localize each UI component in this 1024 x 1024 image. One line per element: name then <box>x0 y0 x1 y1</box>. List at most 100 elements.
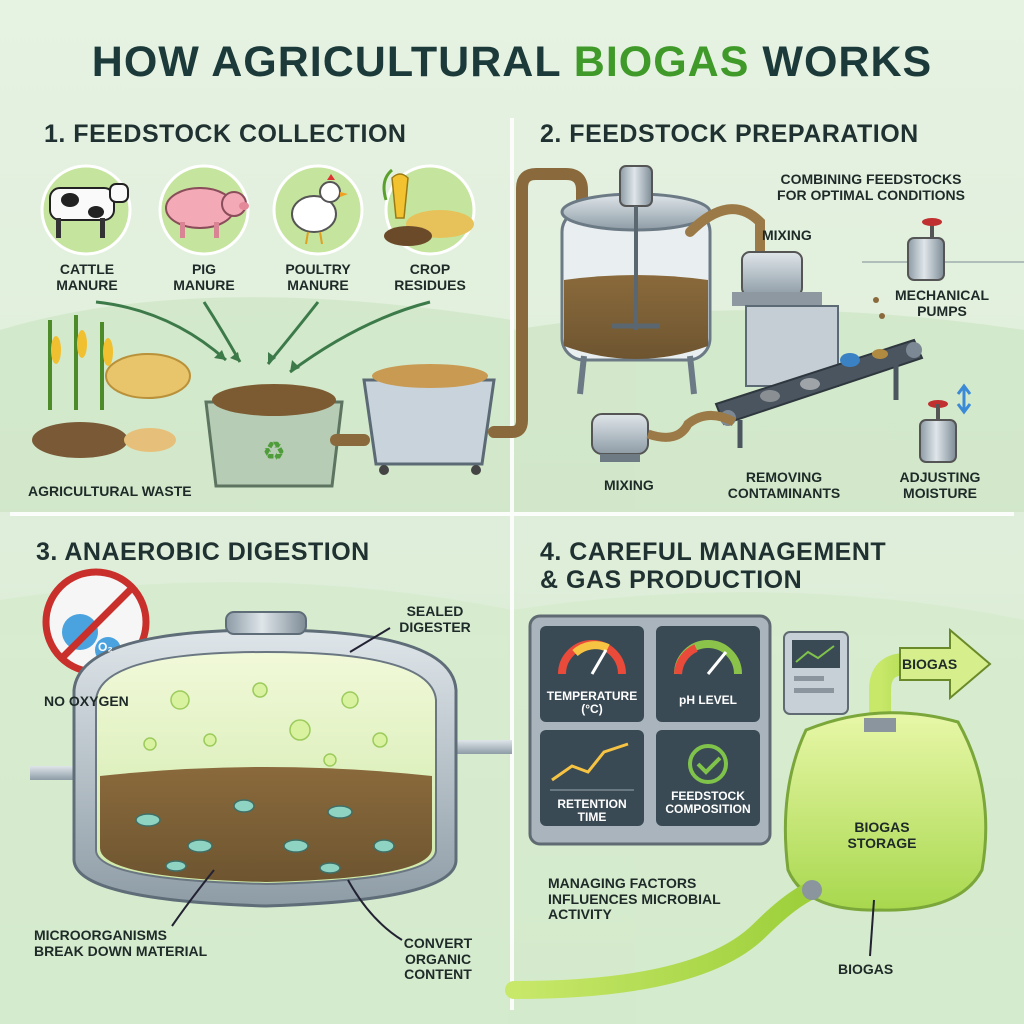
temperature-label: TEMPERATURE(°C) <box>540 689 644 717</box>
crop-label-1: CROP <box>409 261 451 277</box>
cattle-label-2: MANURE <box>56 276 118 293</box>
removing-line-1: REMOVING <box>745 469 823 485</box>
sealed-line-2: DIGESTER <box>399 618 471 635</box>
collection-arrows <box>95 300 431 374</box>
composition-line-1: FEEDSTOCK <box>671 789 745 803</box>
mixing-tank-icon <box>560 165 712 395</box>
pump-motor-icon <box>732 251 822 306</box>
section-dividers <box>10 118 1014 1010</box>
gas-storage-bag-icon <box>783 711 988 912</box>
biogas-arrow-label: BIOGAS <box>902 656 958 672</box>
bottom-gas-pipe <box>505 880 1024 999</box>
storage-line-2: STORAGE <box>847 834 917 851</box>
page-title: HOW AGRICULTURAL BIOGAS WORKS <box>0 38 1024 87</box>
cattle-label-1: CATTLE <box>59 261 115 277</box>
section1-heading: 1. FEEDSTOCK COLLECTION <box>44 120 407 148</box>
corn-crop-icon <box>32 315 191 458</box>
moisture-pipe <box>870 383 1024 512</box>
combining-line-1: COMBINING FEEDSTOCKS <box>780 171 962 187</box>
micro-line-1: MICROORGANISMS <box>34 927 167 943</box>
temperature-line-1: TEMPERATURE <box>546 689 638 703</box>
ph-level-label: pH LEVEL <box>678 693 737 707</box>
combining-line-2: FOR OPTIMAL CONDITIONS <box>777 186 965 203</box>
temperature-line-2: (°C) <box>581 702 603 717</box>
retention-chart-icon <box>550 742 634 791</box>
digester-icon <box>30 611 512 908</box>
convert-line-3: CONTENT <box>404 966 472 983</box>
managing-line-1: MANAGING FACTORS <box>548 875 697 891</box>
moisture-line-2: MOISTURE <box>903 484 977 501</box>
waste-bin-icon: ♻ <box>204 384 344 488</box>
title-accent: BIOGAS <box>573 38 750 86</box>
no-oxygen-label: NO OXYGEN <box>44 693 129 709</box>
crop-label-2: RESIDUES <box>394 276 466 293</box>
poultry-label-1: POULTRY <box>285 261 351 277</box>
o2-symbol: O₂ <box>98 640 113 654</box>
retention-line-1: RETENTION <box>557 797 627 811</box>
managing-line-2: INFLUENCES MICROBIAL <box>548 890 721 907</box>
agricultural-waste-label: AGRICULTURAL WASTE <box>28 483 192 499</box>
corn-icon <box>382 168 474 246</box>
temperature-gauge-icon <box>558 640 626 675</box>
composition-line-2: COMPOSITION <box>665 802 751 817</box>
moisture-line-1: ADJUSTING <box>899 469 981 485</box>
title-suffix: WORKS <box>749 38 933 86</box>
title-prefix: HOW AGRICULTURAL <box>91 38 574 86</box>
micro-line-2: BREAK DOWN MATERIAL <box>34 942 208 959</box>
top-pump-pipe <box>862 218 1024 319</box>
pumps-line-1: MECHANICAL <box>894 287 990 303</box>
removing-line-2: CONTAMINANTS <box>727 484 841 501</box>
section2-heading: 2. FEEDSTOCK PREPARATION <box>540 120 919 148</box>
section4-heading-1: 4. CAREFUL MANAGEMENT <box>540 538 887 566</box>
cow-icon <box>49 183 129 238</box>
microorganism-icons <box>135 799 395 874</box>
side-monitor-icon <box>783 631 849 715</box>
pumps-line-2: PUMPS <box>917 302 967 319</box>
mixing-top-label: MIXING <box>762 227 812 243</box>
sealed-line-1: SEALED <box>406 603 464 619</box>
conveyor-icon <box>714 305 924 448</box>
pig-label-1: PIG <box>191 261 217 277</box>
section4-heading-2: & GAS PRODUCTION <box>540 566 803 594</box>
bubbles <box>143 682 388 767</box>
section4-heading: 4. CAREFUL MANAGEMENT& GAS PRODUCTION <box>540 538 886 594</box>
ph-gauge-icon <box>674 640 742 675</box>
managing-line-3: ACTIVITY <box>548 906 612 923</box>
svg-text:♻: ♻ <box>262 436 285 466</box>
chicken-icon <box>291 174 348 245</box>
biogas-bottom-label: BIOGAS <box>838 961 894 977</box>
bottom-mixer-icon <box>591 411 737 462</box>
leader-lines <box>171 627 403 941</box>
transfer-pipe <box>330 168 588 446</box>
hopper-icon <box>362 364 496 475</box>
section3-heading: 3. ANAEROBIC DIGESTION <box>36 538 370 566</box>
mixing-bottom-label: MIXING <box>604 477 654 493</box>
arrow-heads <box>214 350 300 372</box>
pig-label-2: MANURE <box>173 276 235 293</box>
poultry-label-2: MANURE <box>287 276 349 293</box>
mixer-pipe <box>685 204 765 275</box>
storage-line-1: BIOGAS <box>854 819 910 835</box>
section4-leader <box>869 899 875 957</box>
retention-line-2: TIME <box>577 810 607 825</box>
pig-icon <box>165 187 249 238</box>
convert-line-2: ORGANIC <box>404 950 472 967</box>
convert-line-1: CONVERT <box>403 935 473 951</box>
